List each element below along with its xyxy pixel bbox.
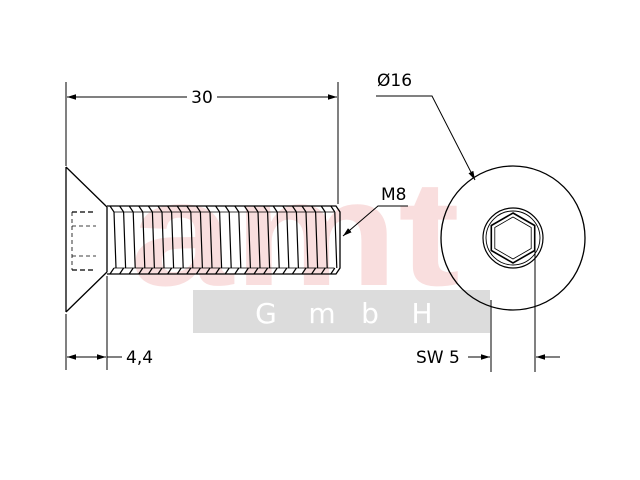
- thread-crest: [119, 205, 127, 275]
- thread-leader: [342, 205, 408, 237]
- screw-thread: [109, 205, 338, 275]
- hex-socket-inner: [494, 216, 532, 260]
- thread-crest: [243, 205, 251, 275]
- thread-crest: [311, 205, 319, 275]
- thread-crest: [205, 205, 213, 275]
- socket-inner-circle: [485, 210, 541, 266]
- socket-hidden-lines: [72, 211, 96, 271]
- diameter-leader: [376, 95, 476, 181]
- thread-crest: [282, 205, 290, 275]
- thread-crest: [234, 205, 242, 275]
- watermark-company: G m b H: [255, 297, 432, 330]
- dimension-lines: [65, 82, 560, 372]
- screw-head: [65, 166, 108, 313]
- head-height-extension-lines: [65, 276, 108, 370]
- socket-hidden-detail: [71, 212, 96, 270]
- watermark-letter: b: [361, 297, 379, 330]
- socket-extension-lines: [490, 244, 536, 372]
- thread-label: M8: [381, 185, 406, 205]
- thread-crest: [253, 205, 261, 275]
- thread-crest: [176, 205, 184, 275]
- hex-socket: [490, 212, 536, 264]
- socket-counterbore-circle: [482, 207, 544, 269]
- socket-size-label: SW 5: [416, 348, 460, 368]
- screw-end-view: [440, 165, 586, 311]
- thread-crest: [291, 205, 299, 275]
- thread-crest: [301, 205, 309, 275]
- thread-crest: [186, 205, 194, 275]
- thread-crest: [320, 205, 328, 275]
- thread-crest: [272, 205, 280, 275]
- watermark-letter: m: [308, 297, 335, 330]
- length-extension-lines: [65, 82, 339, 204]
- thread-crest: [330, 205, 338, 275]
- screw-shank: [107, 205, 341, 275]
- watermark-bar: [193, 290, 490, 333]
- thread-crest: [167, 205, 175, 275]
- watermark-letter: H: [411, 297, 432, 330]
- watermark: amt G m b H: [130, 149, 490, 333]
- head-outer-circle: [440, 165, 586, 311]
- thread-crest: [263, 205, 271, 275]
- screw-side-view: [65, 166, 341, 313]
- thread-crest: [215, 205, 223, 275]
- thread-crest: [138, 205, 146, 275]
- thread-crest: [195, 205, 203, 275]
- thread-crest: [224, 205, 232, 275]
- thread-crest: [147, 205, 155, 275]
- thread-crest: [157, 205, 165, 275]
- thread-root-lines: [114, 211, 334, 269]
- head-height-label: 4,4: [126, 348, 153, 368]
- watermark-letter: G: [255, 297, 277, 330]
- thread-crest: [109, 205, 117, 275]
- thread-crest: [128, 205, 136, 275]
- diameter-label: Ø16: [377, 71, 412, 91]
- length-label: 30: [191, 88, 213, 108]
- watermark-logo: amt: [130, 149, 460, 317]
